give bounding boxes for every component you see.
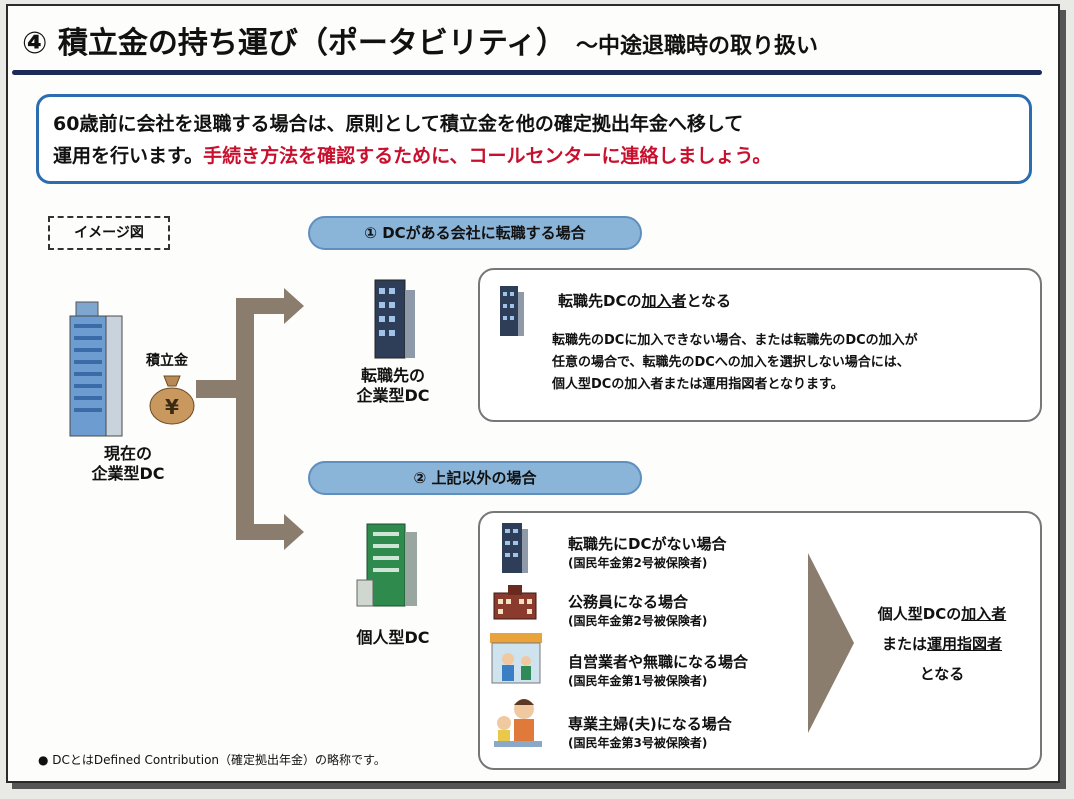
headline-post: となる [686,292,731,310]
item-subtitle: (国民年金第2号被保険者) [568,554,726,571]
item-title: 専業主婦(夫)になる場合 [568,713,732,734]
case-2-item-4: 専業主婦(夫)になる場合 (国民年金第3号被保険者) [568,713,732,751]
target-dc-label: 転職先の 企業型DC [333,366,453,406]
case-2-result: 個人型DCの加入者 または運用指図者 となる [842,599,1042,689]
result-line-2-pre: または [882,635,927,653]
result-line-3: となる [842,659,1042,689]
intro-line-1: 60歳前に会社を退職する場合は、原則として積立金を他の確定拠出年金へ移して [53,109,743,136]
case-1-pill: ① DCがある会社に転職する場合 [308,216,642,250]
money-label: 積立金 [146,350,188,370]
intro-line-2-red: 手続き方法を確認するために、コールセンターに連絡しましょう。 [203,145,771,167]
case-2-pill: ② 上記以外の場合 [308,461,642,495]
title-underline [12,70,1042,75]
item-title: 転職先にDCがない場合 [568,533,726,554]
item-title: 自営業者や無職になる場合 [568,651,748,672]
money-bag-icon: ¥ [146,370,198,426]
intro-line-2-black: 運用を行います。 [53,145,203,167]
title-subtitle: ～中途退職時の取り扱い [576,34,818,59]
item-subtitle: (国民年金第2号被保険者) [568,612,707,629]
small-building-icon [494,519,534,575]
individual-dc-label: 個人型DC [333,628,453,648]
case-2-item-2: 公務員になる場合 (国民年金第2号被保険者) [568,591,707,629]
intro-box: 60歳前に会社を退職する場合は、原則として積立金を他の確定拠出年金へ移して 運用… [36,94,1032,184]
case-1-box: 転職先DCの加入者となる 転職先のDCに加入できない場合、または転職先のDCの加… [478,268,1042,422]
detail-line-2: 任意の場合で、転職先のDCへの加入を選択しない場合には、 [552,352,918,374]
page-title: ④ 積立金の持ち運び（ポータビリティ） ～中途退職時の取り扱い [22,18,818,62]
intro-line-2: 運用を行います。手続き方法を確認するために、コールセンターに連絡しましょう。 [53,141,771,168]
current-label-line-1: 現在の [68,444,188,464]
target-label-line-1: 転職先の [333,366,453,386]
homemaker-icon [490,693,546,749]
result-line-1: 個人型DCの加入者 [842,599,1042,629]
detail-line-3: 個人型DCの加入者または運用指図者となります。 [552,374,918,396]
case-1-detail: 転職先のDCに加入できない場合、または転職先のDCの加入が 任意の場合で、転職先… [552,330,918,396]
detail-line-1: 転職先のDCに加入できない場合、または転職先のDCの加入が [552,330,918,352]
branch-arrows [196,288,306,568]
result-line-2: または運用指図者 [842,629,1042,659]
shop-icon [488,631,544,685]
building-icon [48,298,128,438]
item-title: 公務員になる場合 [568,591,707,612]
headline-underlined: 加入者 [641,292,686,310]
title-main: ④ 積立金の持ち運び（ポータビリティ） [22,26,566,61]
svg-text:¥: ¥ [165,395,179,419]
item-subtitle: (国民年金第1号被保険者) [568,672,748,689]
dark-building-icon [363,274,423,364]
result-line-1-underlined: 加入者 [961,605,1006,623]
case-1-headline: 転職先DCの加入者となる [558,290,731,311]
government-building-icon [490,581,540,621]
headline-pre: 転職先DCの [558,292,641,310]
result-line-2-underlined: 運用指図者 [927,635,1002,653]
green-building-icon [353,518,433,614]
result-line-1-pre: 個人型DCの [878,605,961,623]
current-label-line-2: 企業型DC [68,464,188,484]
slide: ④ 積立金の持ち運び（ポータビリティ） ～中途退職時の取り扱い 60歳前に会社を退… [6,4,1060,783]
small-building-icon [494,282,528,338]
case-2-item-1: 転職先にDCがない場合 (国民年金第2号被保険者) [568,533,726,571]
case-2-box: 転職先にDCがない場合 (国民年金第2号被保険者) 公務員になる場合 (国民年金… [478,511,1042,770]
case-2-item-3: 自営業者や無職になる場合 (国民年金第1号被保険者) [568,651,748,689]
item-subtitle: (国民年金第3号被保険者) [568,734,732,751]
footnote: ● DCとはDefined Contribution（確定拠出年金）の略称です。 [38,751,386,768]
current-dc-label: 現在の 企業型DC [68,444,188,484]
target-label-line-2: 企業型DC [333,386,453,406]
image-label: イメージ図 [48,216,170,250]
